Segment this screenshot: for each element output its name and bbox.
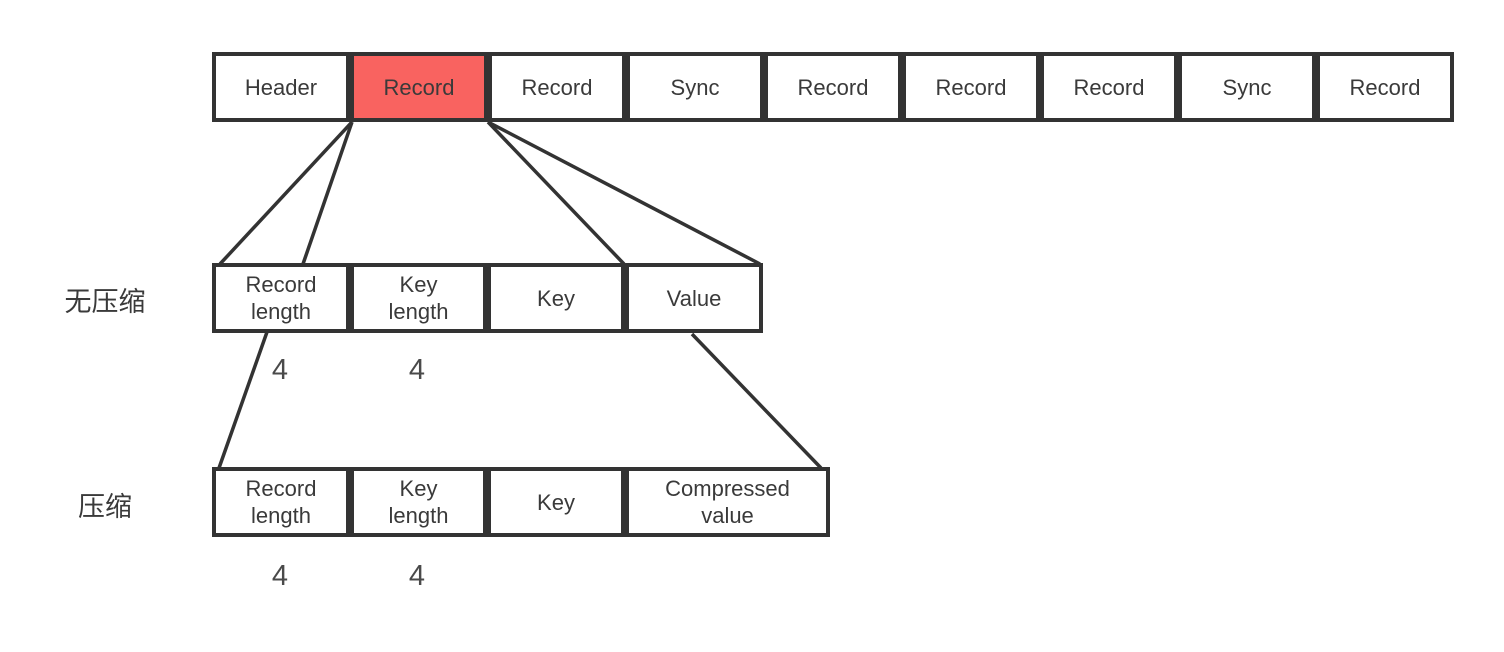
file-cell-record: Record xyxy=(1316,52,1454,122)
uncompressed-section-label: 无压缩 xyxy=(64,287,146,317)
file-cell-sync-label: Sync xyxy=(670,74,720,100)
record-length-label: Record length xyxy=(245,476,317,528)
key-length-label: Key length xyxy=(388,476,449,528)
file-cell-record-label: Record xyxy=(797,74,869,100)
file-cell-record-highlighted-label: Record xyxy=(383,74,455,100)
compressed-value-cell: Compressed value xyxy=(625,467,830,537)
record-length-cell: Record length xyxy=(212,467,350,537)
connector-uncompressed-to-compressed-left xyxy=(217,331,269,469)
compressed-value-label: Compressed value xyxy=(665,476,790,528)
compressed-record-row: Record length Key length Key Compressed … xyxy=(212,467,830,537)
file-cell-header-label: Header xyxy=(244,74,318,100)
file-structure-row: Header Record Record Sync Record Record … xyxy=(212,52,1454,122)
uncompressed-record-row: Record length Key length Key Value xyxy=(212,263,763,333)
connector-record-to-uncompressed-left-inner xyxy=(301,121,354,265)
key-length-cell: Key length xyxy=(350,467,487,537)
file-cell-record: Record xyxy=(902,52,1040,122)
file-cell-record: Record xyxy=(488,52,626,122)
connector-record-to-uncompressed-right-outer xyxy=(487,120,761,266)
record-length-cell: Record length xyxy=(212,263,350,333)
file-cell-record-label: Record xyxy=(935,74,1007,100)
value-label: Value xyxy=(666,285,722,311)
record-length-label: Record length xyxy=(245,272,317,324)
connector-uncompressed-to-compressed-right xyxy=(690,332,823,470)
file-cell-sync: Sync xyxy=(1178,52,1316,122)
file-cell-sync: Sync xyxy=(626,52,764,122)
key-label: Key xyxy=(537,285,575,311)
value-cell: Value xyxy=(625,263,763,333)
compressed-record-length-bytes: 4 xyxy=(271,560,289,592)
key-cell: Key xyxy=(487,263,625,333)
file-cell-header: Header xyxy=(212,52,350,122)
key-label: Key xyxy=(537,489,575,515)
compressed-section-label: 压缩 xyxy=(78,492,132,522)
connector-record-to-uncompressed-right-inner xyxy=(486,120,626,266)
file-cell-sync-label: Sync xyxy=(1222,74,1272,100)
key-cell: Key xyxy=(487,467,625,537)
uncompressed-record-length-bytes: 4 xyxy=(271,354,289,386)
key-length-label: Key length xyxy=(388,272,449,324)
file-cell-record: Record xyxy=(1040,52,1178,122)
file-cell-record-label: Record xyxy=(1073,74,1145,100)
file-cell-record-label: Record xyxy=(521,74,593,100)
uncompressed-key-length-bytes: 4 xyxy=(408,354,426,386)
file-cell-record-label: Record xyxy=(1349,74,1421,100)
connector-record-to-uncompressed-left-outer xyxy=(218,120,354,266)
compressed-key-length-bytes: 4 xyxy=(408,560,426,592)
key-length-cell: Key length xyxy=(350,263,487,333)
file-cell-record: Record xyxy=(764,52,902,122)
file-cell-record-highlighted: Record xyxy=(350,52,488,122)
